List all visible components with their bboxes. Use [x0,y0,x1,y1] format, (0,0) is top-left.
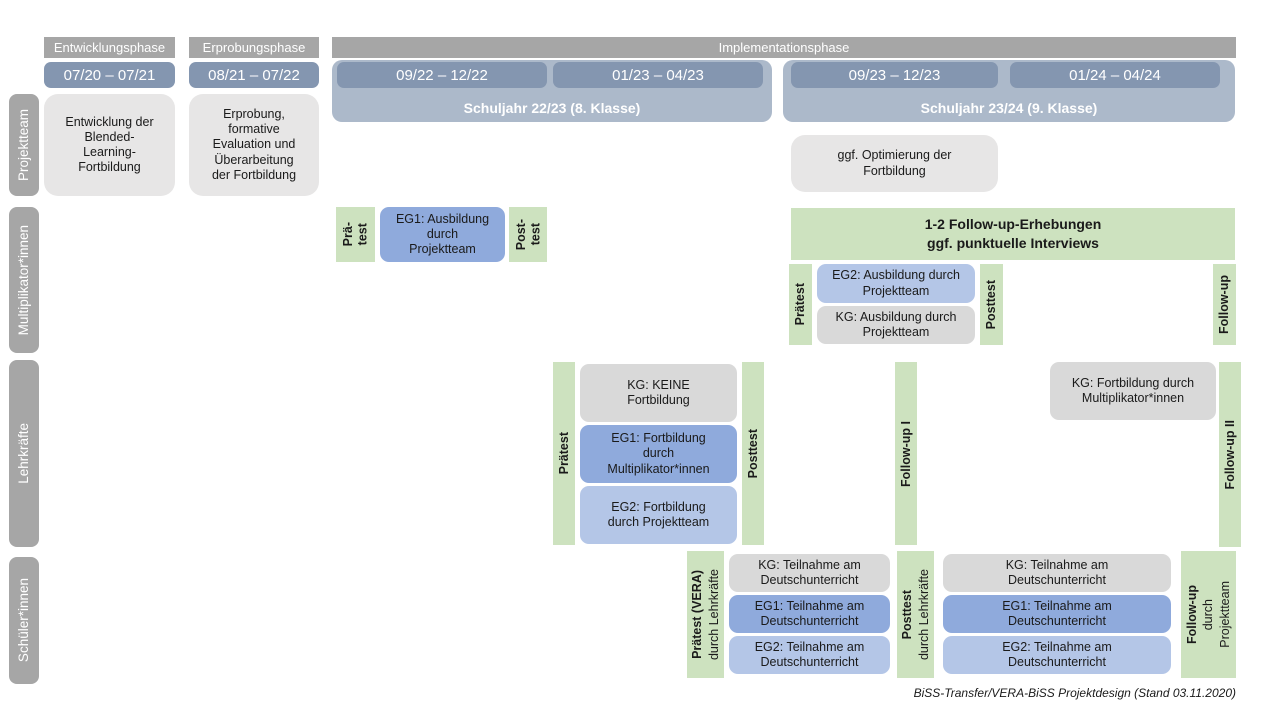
bar-posttest-multiplikatoren-2: Posttest [980,264,1003,345]
row-label-projektteam: Projektteam [9,94,39,196]
bar-praetest-multiplikatoren-2: Prätest [789,264,812,345]
row-label-lehrkraefte: Lehrkräfte [9,360,39,547]
box-entwicklung-fortbildung: Entwicklung der Blended- Learning- Fortb… [44,94,175,196]
box-kg-keine-fortbildung: KG: KEINE Fortbildung [580,364,737,422]
box-eg1-fortbildung-multiplikatoren: EG1: Fortbildung durch Multiplikator*inn… [580,425,737,483]
schuljahr-22-23-label: Schuljahr 22/23 (8. Klasse) [463,100,641,116]
box-eg2-teilnahme-2: EG2: Teilnahme am Deutschunterricht [943,636,1171,674]
box-eg2-fortbildung-projektteam: EG2: Fortbildung durch Projektteam [580,486,737,544]
bar-followup-2-lehrkraefte: Follow-up II [1219,362,1241,547]
row-label-multiplikatorinnen-text: Multiplikator*innen [16,224,32,336]
bar-praetest-vera-schueler: Prätest (VERA) durch Lehrkräfte [687,551,724,678]
bar-praetest-vera-sub: durch Lehrkräfte [706,568,721,661]
date-range-0123-0423: 01/23 – 04/23 [553,62,763,88]
bar-posttest-schueler-label: Posttest [900,589,915,640]
bar-praetest-lehrkraefte: Prätest [553,362,575,545]
box-kg-teilnahme-1: KG: Teilnahme am Deutschunterricht [729,554,890,592]
bar-followup-1-lehrkraefte-text: Follow-up I [898,420,913,487]
box-optimierung-fortbildung: ggf. Optimierung der Fortbildung [791,135,998,192]
box-eg1-teilnahme-2: EG1: Teilnahme am Deutschunterricht [943,595,1171,633]
phase-header-implementationsphase: Implementationsphase [332,37,1236,58]
bar-followup-schueler-label: Follow-up [1184,584,1199,644]
bar-posttest-multiplikatoren-1-text: Post- test [513,218,542,251]
date-range-0821-0722: 08/21 – 07/22 [189,62,319,88]
bar-followup-multiplikatoren: Follow-up [1213,264,1236,345]
row-label-lehrkraefte-text: Lehrkräfte [16,423,32,484]
box-kg-teilnahme-2: KG: Teilnahme am Deutschunterricht [943,554,1171,592]
date-range-0124-0424: 01/24 – 04/24 [1010,62,1220,88]
bar-praetest-multiplikatoren-2-text: Prätest [793,283,808,326]
box-kg-fortbildung-multiplikatoren: KG: Fortbildung durch Multiplikator*inne… [1050,362,1216,420]
bar-praetest-vera-label: Prätest (VERA) [690,570,705,659]
box-kg-ausbildung-projektteam: KG: Ausbildung durch Projektteam [817,306,975,344]
row-label-projektteam-text: Projektteam [16,108,32,182]
bar-posttest-schueler-sub: durch Lehrkräfte [916,568,931,661]
bar-followup-2-lehrkraefte-text: Follow-up II [1222,419,1237,490]
bar-posttest-lehrkraefte-text: Posttest [745,428,760,479]
bar-posttest-lehrkraefte: Posttest [742,362,764,545]
phase-header-entwicklungsphase: Entwicklungsphase [44,37,175,58]
row-label-multiplikatorinnen: Multiplikator*innen [9,207,39,353]
bar-followup-schueler: Follow-up durch Projektteam [1181,551,1236,678]
bar-praetest-multiplikatoren-1-text: Prä- test [341,222,370,247]
bar-followup-erhebungen: 1-2 Follow-up-Erhebungen ggf. punktuelle… [791,208,1235,260]
box-eg2-teilnahme-1: EG2: Teilnahme am Deutschunterricht [729,636,890,674]
box-eg1-teilnahme-1: EG1: Teilnahme am Deutschunterricht [729,595,890,633]
diagram-caption: BiSS-Transfer/VERA-BiSS Projektdesign (S… [913,686,1236,700]
bar-followup-schueler-sub2: Projektteam [1217,581,1232,648]
date-range-0720-0721: 07/20 – 07/21 [44,62,175,88]
box-eg2-ausbildung-projektteam: EG2: Ausbildung durch Projektteam [817,264,975,303]
phase-header-erprobungsphase: Erprobungsphase [189,37,319,58]
row-label-schuelerinnen: Schüler*innen [9,557,39,684]
bar-followup-schueler-sub1: durch [1201,598,1216,631]
box-eg1-ausbildung-projektteam: EG1: Ausbildung durch Projektteam [380,207,505,262]
schuljahr-23-24-label: Schuljahr 23/24 (9. Klasse) [920,100,1098,116]
date-range-0923-1223: 09/23 – 12/23 [791,62,998,88]
bar-praetest-multiplikatoren-1: Prä- test [336,207,375,262]
row-label-schuelerinnen-text: Schüler*innen [16,578,32,663]
bar-posttest-schueler: Posttest durch Lehrkräfte [897,551,934,678]
bar-followup-multiplikatoren-text: Follow-up [1217,274,1232,334]
bar-posttest-multiplikatoren-1: Post- test [509,207,547,262]
date-range-0922-1222: 09/22 – 12/22 [337,62,547,88]
bar-posttest-multiplikatoren-2-text: Posttest [984,279,999,330]
box-erprobung-evaluation: Erprobung, formative Evaluation und Über… [189,94,319,196]
bar-followup-1-lehrkraefte: Follow-up I [895,362,917,545]
bar-praetest-lehrkraefte-text: Prätest [556,432,571,475]
